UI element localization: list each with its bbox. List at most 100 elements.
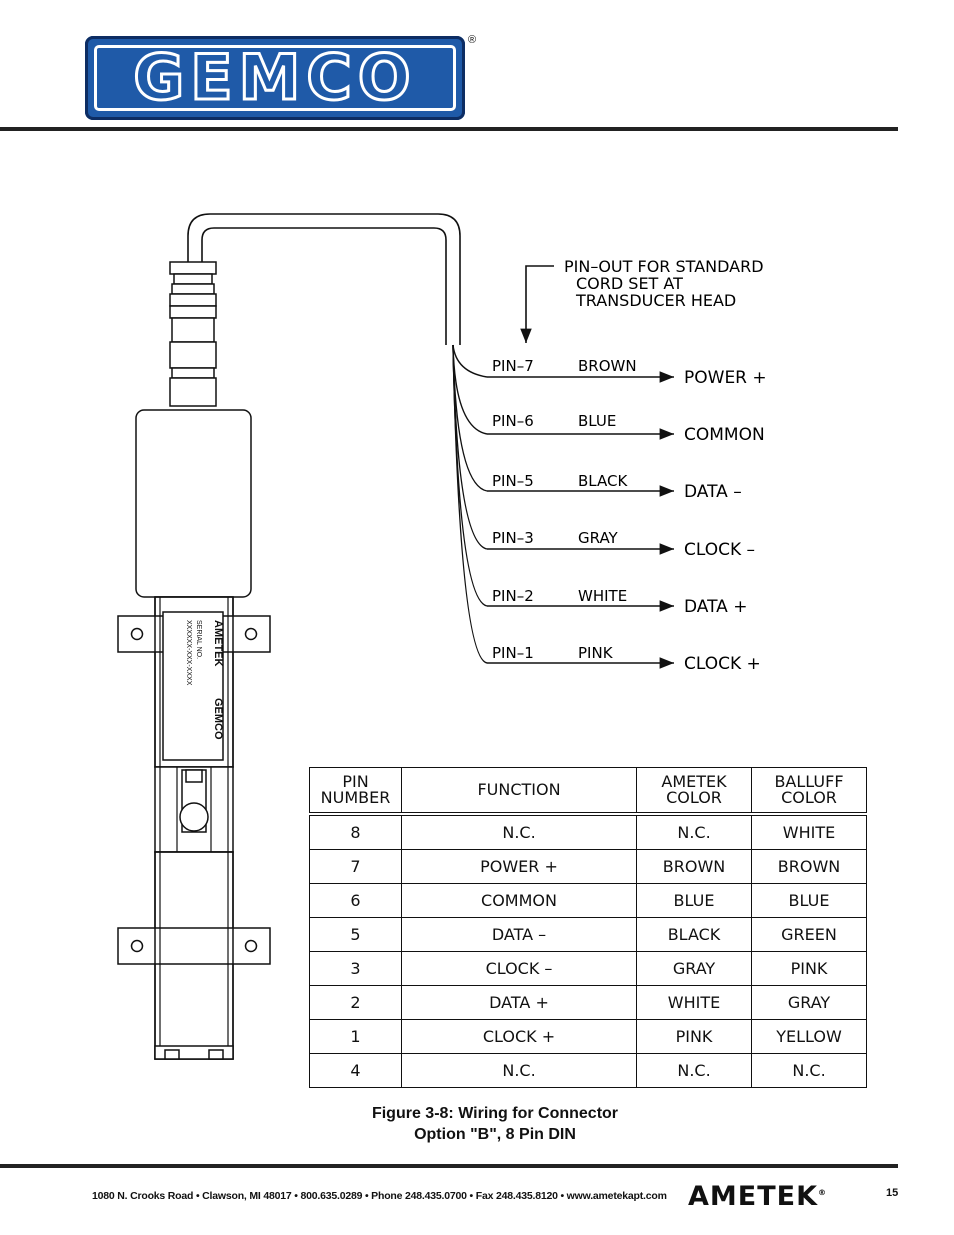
callout-line-1: PIN–OUT FOR STANDARD xyxy=(564,257,764,276)
cell-function: COMMON xyxy=(401,883,637,918)
cell-balluff-color: GRAY xyxy=(751,985,867,1020)
mounting-bracket-bottom xyxy=(117,927,271,965)
cell-pin: 5 xyxy=(309,917,402,952)
cell-function: N.C. xyxy=(401,1053,637,1088)
cell-function: N.C. xyxy=(401,813,637,850)
cell-pin: 2 xyxy=(309,985,402,1020)
table-row: 3 CLOCK – GRAY PINK xyxy=(309,951,867,986)
cell-function: DATA – xyxy=(401,917,637,952)
wire-function-label: CLOCK – xyxy=(684,540,755,560)
wire-pin-label: PIN–7 xyxy=(492,357,534,375)
ametek-logo: AMETEK® xyxy=(688,1181,827,1212)
product-label-text: AMETEK GEMCO SERIAL NO. XXXXXX-XXX-XXXX xyxy=(185,620,224,740)
cell-balluff-color: WHITE xyxy=(751,813,867,850)
wire-color-label: BLUE xyxy=(578,412,616,430)
figure-caption: Figure 3-8: Wiring for Connector Option … xyxy=(309,1103,681,1145)
cell-function: POWER + xyxy=(401,849,637,884)
wire-color-label: PINK xyxy=(578,644,614,662)
table-row: 1 CLOCK + PINK YELLOW xyxy=(309,1019,867,1054)
connector-cap xyxy=(169,261,217,275)
footer-rule xyxy=(0,1164,898,1168)
wire-pin-label: PIN–2 xyxy=(492,587,534,605)
cell-balluff-color: YELLOW xyxy=(751,1019,867,1054)
cell-balluff-color: GREEN xyxy=(751,917,867,952)
caption-line-1: Figure 3-8: Wiring for Connector xyxy=(371,1105,619,1122)
label-part: XXXXXX-XXX-XXXX xyxy=(185,620,192,686)
wire-function-label: COMMON xyxy=(684,425,765,445)
gemco-logo: GEMCO xyxy=(85,36,465,120)
label-brand: AMETEK xyxy=(212,620,224,667)
cell-pin: 8 xyxy=(309,813,402,850)
wire-function-label: DATA + xyxy=(684,597,747,617)
pinout-callout: PIN–OUT FOR STANDARD CORD SET AT TRANSDU… xyxy=(520,257,764,343)
cell-function: CLOCK + xyxy=(401,1019,637,1054)
wire-row-1: PIN–7 BROWN POWER + xyxy=(487,357,767,388)
caption-line-2: Option "B", 8 Pin DIN xyxy=(414,1126,576,1143)
cell-function: DATA + xyxy=(401,985,637,1020)
wire-pin-label: PIN–1 xyxy=(492,644,534,662)
transducer-head xyxy=(117,261,271,1060)
callout-line-2: CORD SET AT xyxy=(576,274,683,293)
wire-pin-label: PIN–5 xyxy=(492,472,534,490)
registered-mark: ® xyxy=(468,34,477,46)
table-row: 6 COMMON BLUE BLUE xyxy=(309,883,867,918)
header-rule xyxy=(0,127,898,131)
cable xyxy=(187,213,461,345)
cell-function: CLOCK – xyxy=(401,951,637,986)
cell-ametek-color: GRAY xyxy=(636,951,752,986)
cell-ametek-color: WHITE xyxy=(636,985,752,1020)
header-function: FUNCTION xyxy=(401,767,637,816)
wire-color-label: WHITE xyxy=(578,587,627,605)
table-row: 8 N.C. N.C. WHITE xyxy=(309,813,867,850)
rod-detail-lines xyxy=(159,597,229,1046)
wire-function-label: CLOCK + xyxy=(684,654,761,674)
cell-balluff-color: BROWN xyxy=(751,849,867,884)
cell-ametek-color: BROWN xyxy=(636,849,752,884)
cell-balluff-color: N.C. xyxy=(751,1053,867,1088)
label-serial: SERIAL NO. xyxy=(195,620,202,659)
ametek-registered-mark: ® xyxy=(818,1188,827,1197)
head-housing xyxy=(135,409,252,598)
cell-ametek-color: N.C. xyxy=(636,1053,752,1088)
wire-color-label: BLACK xyxy=(578,472,628,490)
wire-function-label: DATA – xyxy=(684,482,742,502)
cell-pin: 4 xyxy=(309,1053,402,1088)
wire-row-4: PIN–3 GRAY CLOCK – xyxy=(487,529,755,560)
cell-balluff-color: BLUE xyxy=(751,883,867,918)
cell-ametek-color: PINK xyxy=(636,1019,752,1054)
cell-balluff-color: PINK xyxy=(751,951,867,986)
product-label xyxy=(162,611,224,761)
wire-function-label: POWER + xyxy=(684,368,767,388)
cell-pin: 7 xyxy=(309,849,402,884)
gemco-logo-text: GEMCO xyxy=(132,41,417,114)
wire-pin-label: PIN–3 xyxy=(492,529,534,547)
gemco-logo-frame: GEMCO xyxy=(94,45,456,111)
cell-pin: 3 xyxy=(309,951,402,986)
cell-pin: 6 xyxy=(309,883,402,918)
wire-row-3: PIN–5 BLACK DATA – xyxy=(487,472,742,502)
breakout-wires xyxy=(452,344,488,664)
wire-row-2: PIN–6 BLUE COMMON xyxy=(487,412,765,445)
cell-ametek-color: BLACK xyxy=(636,917,752,952)
wire-color-label: BROWN xyxy=(578,357,637,375)
wire-pin-label: PIN–6 xyxy=(492,412,534,430)
callout-line-3: TRANSDUCER HEAD xyxy=(575,291,736,310)
page-number: 15 xyxy=(886,1187,899,1199)
footer-address: 1080 N. Crooks Road • Clawson, MI 48017 … xyxy=(92,1190,667,1202)
table-row: 4 N.C. N.C. N.C. xyxy=(309,1053,867,1088)
cell-ametek-color: BLUE xyxy=(636,883,752,918)
table-row: 2 DATA + WHITE GRAY xyxy=(309,985,867,1020)
wire-row-5: PIN–2 WHITE DATA + xyxy=(487,587,747,617)
cell-ametek-color: N.C. xyxy=(636,813,752,850)
wire-color-label: GRAY xyxy=(578,529,619,547)
wire-row-6: PIN–1 PINK CLOCK + xyxy=(487,644,761,674)
table-row: 7 POWER + BROWN BROWN xyxy=(309,849,867,884)
label-logo: GEMCO xyxy=(212,698,224,740)
ametek-logo-text: AMETEK xyxy=(688,1181,818,1212)
table-row: 5 DATA – BLACK GREEN xyxy=(309,917,867,952)
